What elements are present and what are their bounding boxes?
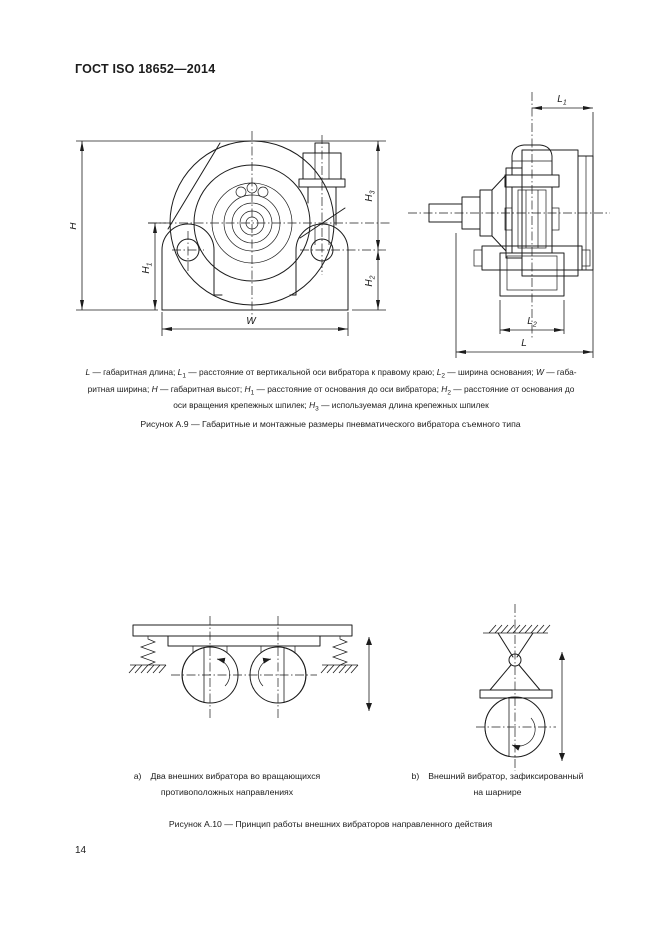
fixing-stud (298, 142, 346, 245)
spring-left (128, 636, 167, 674)
legend-line-2: ритная ширина; H — габаритная высот; H1 … (87, 383, 575, 397)
vibrator-right (249, 646, 307, 704)
vibrator-hinged (476, 696, 556, 758)
dim-label-h3: H3 (364, 190, 377, 201)
vibrator-left (181, 646, 239, 704)
hinged-vibrator-diagram (476, 604, 565, 771)
dim-label-h2: H2 (364, 275, 377, 286)
legend-line-1: L — габаритная длина; L1 — расстояние от… (85, 367, 577, 380)
dim-label-l: L (521, 338, 527, 349)
dim-label-l1: L1 (557, 94, 567, 107)
dim-label-w: W (246, 316, 257, 327)
dim-label-h: H (70, 222, 79, 230)
mounting-plates (132, 616, 353, 718)
figure-a9-legend: L — габаритная длина; L1 — расстояние от… (73, 366, 589, 416)
ceiling-support (479, 604, 553, 771)
dimensions-front: H H1 H3 H2 W (70, 140, 386, 336)
vibrator-body (148, 131, 392, 321)
figure-a10-caption: Рисунок А.10 — Принцип работы внешних ви… (168, 819, 493, 829)
page-title: ГОСТ ISO 18652—2014 (75, 62, 216, 76)
dim-label-h1: H1 (141, 262, 154, 273)
dim-label-l2: L2 (527, 316, 537, 329)
subcaption-b: b)Внешний вибратор, зафиксированный на ш… (411, 771, 584, 797)
subcaption-a: а)Два внешних вибратора во вращающихся п… (133, 771, 321, 797)
page-number: 14 (75, 845, 87, 856)
front-view-drawing: H H1 H3 H2 W (70, 131, 392, 336)
figure-a9-caption: Рисунок А.9 — Габаритные и монтажные раз… (140, 419, 521, 429)
spring-right (320, 636, 359, 674)
dimensions-side: L1 L2 L (455, 94, 594, 358)
vibrator-side-body (408, 92, 610, 340)
side-view-drawing: L1 L2 L (408, 92, 610, 358)
twin-vibrators-diagram (128, 616, 372, 718)
legend-line-3: оси вращения крепежных шпилек; H3 — испо… (173, 400, 489, 414)
